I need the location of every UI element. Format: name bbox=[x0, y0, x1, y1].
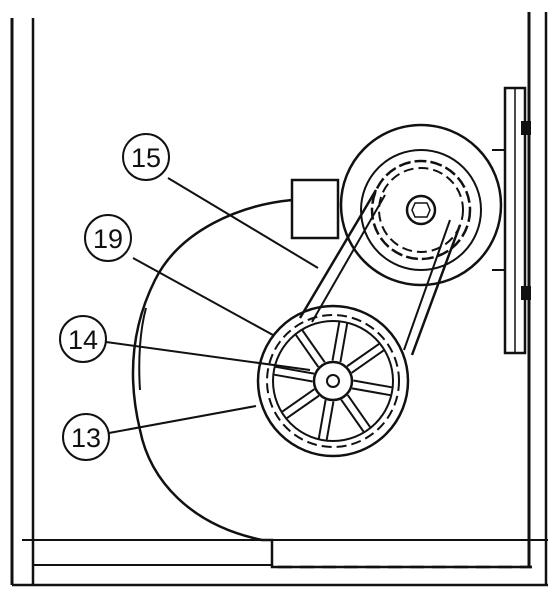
pulley-spoke-line bbox=[295, 334, 320, 368]
pulley-spoke-line bbox=[275, 365, 315, 375]
leader-lines bbox=[105, 177, 319, 434]
pulley-spoke-line bbox=[351, 349, 385, 374]
pulley-spoke-line bbox=[339, 323, 349, 363]
bracket-bolt-top bbox=[521, 121, 531, 135]
drive-belt bbox=[298, 189, 462, 356]
pulley-spoke-line bbox=[281, 388, 315, 413]
callout-15: 15 bbox=[122, 133, 170, 181]
callout-14-label: 14 bbox=[68, 325, 98, 355]
motor-mounting-bracket bbox=[492, 86, 531, 355]
callout-13-label: 13 bbox=[71, 423, 101, 453]
blower-pulley bbox=[256, 304, 410, 458]
callout-19-label: 19 bbox=[93, 224, 123, 254]
pulley-spoke-line bbox=[353, 379, 392, 389]
callout-14: 14 bbox=[59, 315, 107, 363]
pulley-spoke-line bbox=[325, 401, 335, 440]
pulley-spoke-line bbox=[346, 394, 371, 428]
callout-19: 19 bbox=[84, 214, 132, 262]
cabinet-frame bbox=[10, 12, 548, 587]
pulley-spokes bbox=[274, 322, 392, 440]
pulley-spoke-line bbox=[346, 343, 380, 368]
blower-housing bbox=[131, 198, 532, 569]
callout-15-label: 15 bbox=[131, 143, 161, 173]
pulley-spoke-line bbox=[274, 373, 313, 383]
pulley-spoke-line bbox=[301, 329, 326, 363]
bracket-bolt-bottom bbox=[521, 286, 531, 300]
callout-13: 13 bbox=[62, 413, 110, 461]
motor bbox=[290, 123, 503, 287]
pulley-spoke-line bbox=[331, 322, 341, 361]
pulley-spoke-line bbox=[317, 399, 327, 439]
motor-pulley bbox=[370, 159, 472, 261]
pulley-spoke-line bbox=[340, 399, 365, 433]
pulley-spoke-line bbox=[351, 387, 391, 397]
pulley-spoke-line bbox=[286, 394, 320, 419]
